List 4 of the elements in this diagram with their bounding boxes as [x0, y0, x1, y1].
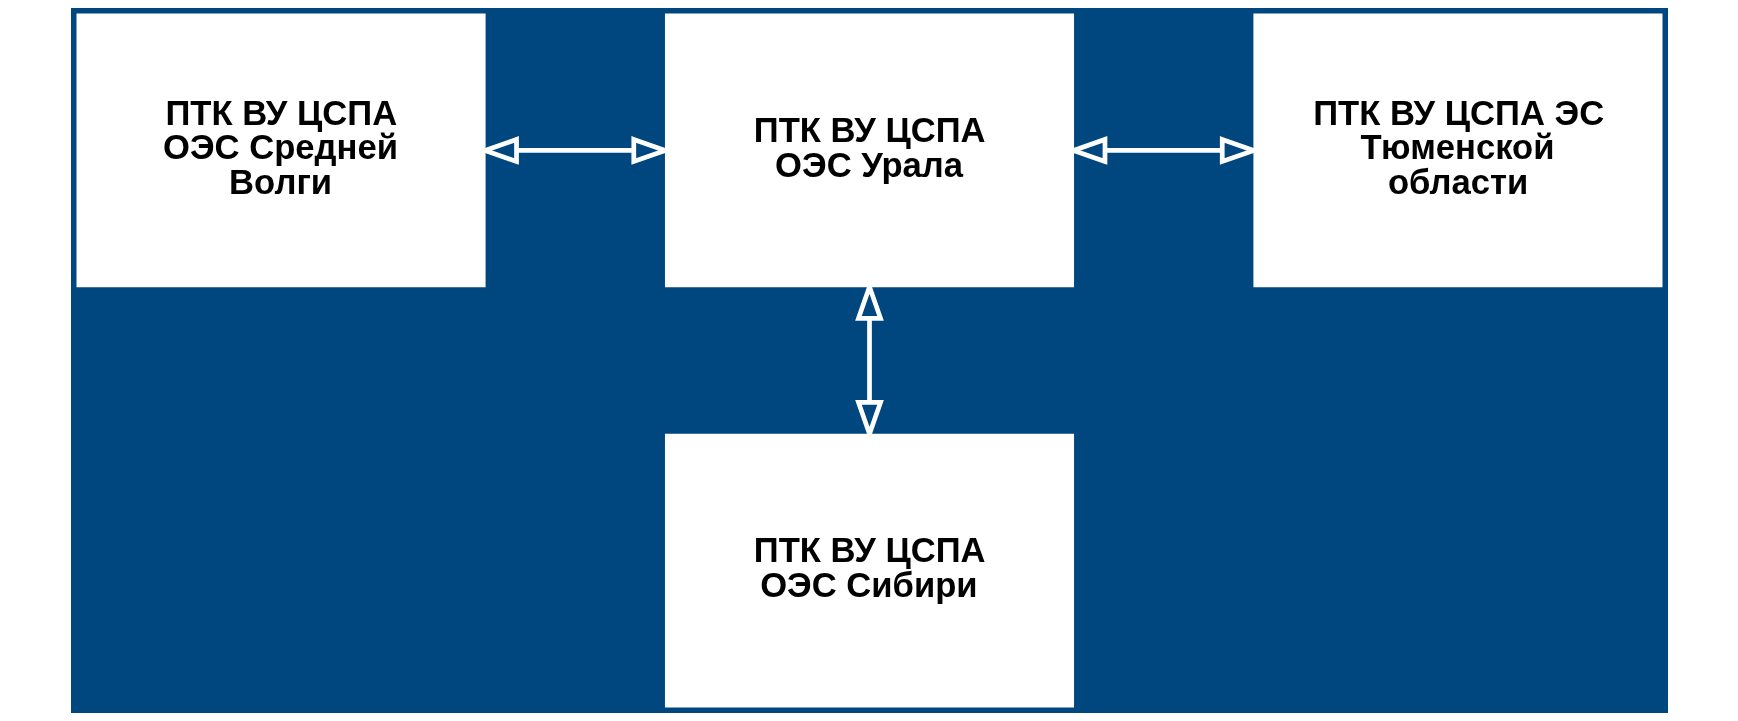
node-box: ПТК ВУ ЦСПА ЭС Тюменской области	[1252, 13, 1662, 288]
node-box: ПТК ВУ ЦСПА ОЭС Сибири	[664, 433, 1074, 708]
node-box: ПТК ВУ ЦСПА ОЭС Урала	[664, 13, 1074, 288]
node-box: ПТК ВУ ЦСПА ОЭС Средней Волги	[76, 13, 486, 288]
